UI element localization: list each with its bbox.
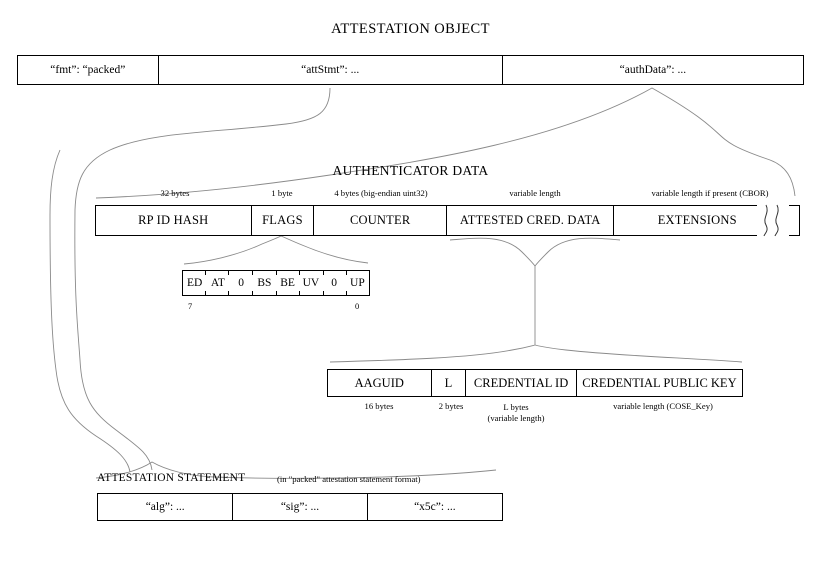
connector-cred-brace-lower-left [329,344,536,363]
attfield-alg-label: “alg”: ... [145,501,185,513]
flags-tick-bottom-2 [228,291,229,296]
attestation-object-row: “fmt”: “packed” “attStmt”: ... “authData… [17,55,804,85]
authfield-flags-label: FLAGS [262,213,303,227]
connector-cred-brace-lower-right [534,344,743,363]
flag-bit-be-label: BE [280,277,295,289]
flag-bit-at-label: AT [210,277,225,289]
field-attstmt-label: “attStmt”: ... [301,64,360,76]
flags-tick-bottom-7 [346,291,347,296]
attfield-x5c-label: “x5c”: ... [414,501,456,513]
field-fmt-label: “fmt”: “packed” [50,64,126,76]
flags-tick-bottom-4 [276,291,277,296]
authfield-attested-cred-data-label: ATTESTED CRED. DATA [459,213,601,227]
connector-flags-to-bits [183,235,369,265]
connector-authdata-to-authenticator-data [95,87,796,199]
flag-bit-be[interactable]: BE [276,271,299,295]
flags-msb-index: 7 [188,302,193,311]
caption-attested-cred-data: variable length [509,188,561,198]
attfield-alg[interactable]: “alg”: ... [98,494,234,520]
authfield-extensions-label: EXTENSIONS [657,213,737,227]
flags-tick-top-6 [323,270,324,275]
flag-bit-ed-label: ED [186,277,203,289]
flag-bit-reserved-1[interactable]: 0 [323,271,346,295]
flag-bit-bs-label: BS [257,277,272,289]
flags-tick-bottom-6 [323,291,324,296]
flags-tick-top-7 [346,270,347,275]
flag-bit-reserved-5[interactable]: 0 [230,271,253,295]
caption-credential-public-key: variable length (COSE_Key) [613,401,713,411]
flag-bit-up-label: UP [350,277,365,289]
authfield-counter[interactable]: COUNTER [314,206,447,235]
attestation-statement-note: (in "packed" attestation statement forma… [277,474,421,484]
field-attstmt[interactable]: “attStmt”: ... [159,56,503,84]
flags-tick-bottom-1 [205,291,206,296]
caption-credential-id: L bytes (variable length) [461,402,571,423]
flag-bit-at[interactable]: AT [206,271,229,295]
field-authdata-label: “authData”: ... [619,64,687,76]
connector-cred-brace-upper-right [534,237,621,267]
credfield-credential-public-key-label: CREDENTIAL PUBLIC KEY [582,375,737,390]
caption-aaguid: 16 bytes [364,401,394,411]
attestation-statement-row: “alg”: ... “sig”: ... “x5c”: ... [97,493,503,521]
flag-bit-reserved-5-label: 0 [238,277,244,289]
authfield-counter-label: COUNTER [349,213,411,227]
authfield-flags[interactable]: FLAGS [252,206,315,235]
credfield-credential-id[interactable]: CREDENTIAL ID [466,370,577,396]
flag-bit-bs[interactable]: BS [253,271,276,295]
credfield-aaguid-label: AAGUID [354,375,404,390]
flags-tick-top-2 [228,270,229,275]
flag-bit-ed[interactable]: ED [183,271,206,295]
flags-tick-top-3 [252,270,253,275]
flag-bit-up[interactable]: UP [346,271,369,295]
flag-bit-uv[interactable]: UV [299,271,322,295]
page-title: ATTESTATION OBJECT [331,21,490,37]
authfield-rp-id-hash[interactable]: RP ID HASH [96,206,252,235]
flags-tick-bottom-5 [299,291,300,296]
caption-credential-id-line2: (variable length) [487,412,545,423]
attfield-sig[interactable]: “sig”: ... [233,494,368,520]
caption-extensions: variable length if present (CBOR) [651,188,769,198]
credfield-l-label: L [444,375,453,390]
attfield-x5c[interactable]: “x5c”: ... [368,494,502,520]
caption-counter: 4 bytes (big-endian uint32) [334,188,428,198]
authenticator-data-title: AUTHENTICATOR DATA [332,163,489,178]
attested-credential-data-row: AAGUID L CREDENTIAL ID CREDENTIAL PUBLIC… [327,369,743,397]
flag-bit-reserved-1-label: 0 [331,277,337,289]
authenticator-data-row: RP ID HASH FLAGS COUNTER ATTESTED CRED. … [95,205,781,236]
break-symbol-icon [757,204,789,237]
flags-tick-top-5 [299,270,300,275]
attestation-statement-label: ATTESTATION STATEMENT [97,472,246,484]
field-fmt[interactable]: “fmt”: “packed” [18,56,159,84]
caption-rp-id-hash: 32 bytes [160,188,190,198]
authfield-extensions[interactable]: EXTENSIONS [614,206,780,235]
caption-flags: 1 byte [271,188,293,198]
authfield-rp-id-hash-label: RP ID HASH [138,213,209,227]
credfield-aaguid[interactable]: AAGUID [328,370,432,396]
flags-tick-bottom-3 [252,291,253,296]
credfield-credential-id-label: CREDENTIAL ID [473,375,569,390]
flags-tick-top-1 [205,270,206,275]
flags-lsb-index: 0 [355,302,360,311]
connector-cred-brace-upper [449,237,536,267]
credfield-l[interactable]: L [432,370,467,396]
caption-credential-id-line1: L bytes [503,402,529,412]
credfield-credential-public-key[interactable]: CREDENTIAL PUBLIC KEY [577,370,742,396]
flags-tick-top-4 [276,270,277,275]
attfield-sig-label: “sig”: ... [280,501,320,513]
authfield-attested-cred-data[interactable]: ATTESTED CRED. DATA [447,206,615,235]
field-authdata[interactable]: “authData”: ... [503,56,803,84]
flag-bit-uv-label: UV [302,277,320,289]
caption-l: 2 bytes [438,401,464,411]
